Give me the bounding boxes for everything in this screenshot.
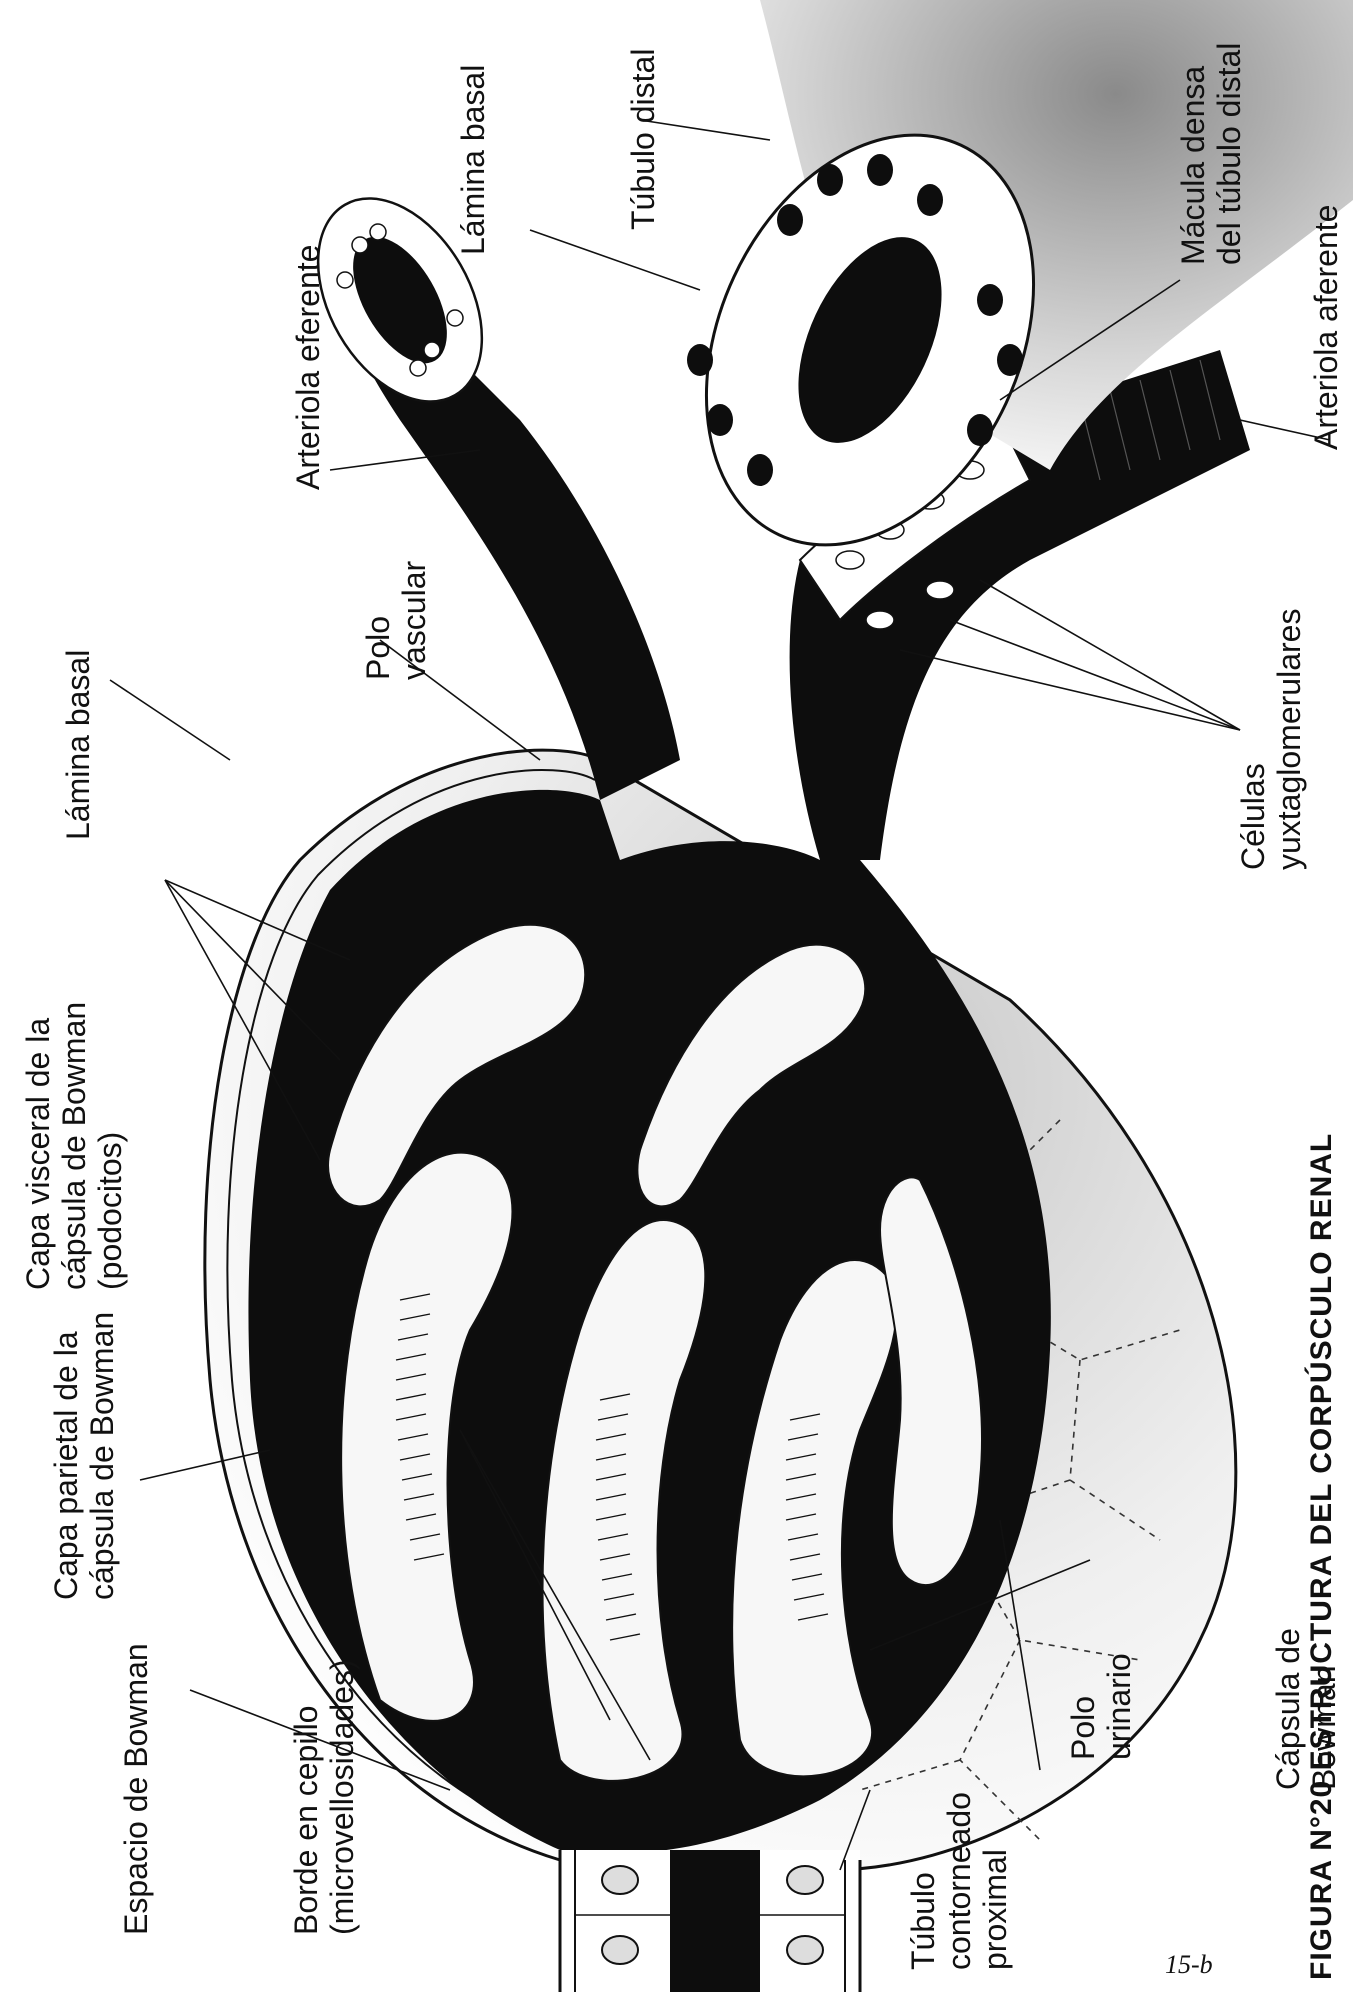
efferent-arteriole [284,170,680,800]
glomerulus [248,790,1050,1854]
label-espacio-bowman: Espacio de Bowman [118,1643,154,1935]
label-polo-vascular: Polo vascular [360,561,432,680]
label-lamina-basal-distal: Lámina basal [455,65,491,255]
label-macula-densa: Mácula densa del túbulo distal [1175,43,1247,265]
proximal-tubule [560,1850,860,1992]
label-capa-visceral: Capa visceral de la cápsula de Bowman (p… [20,1002,128,1290]
label-borde-cepillo: Borde en cepillo (microvellosidades) [288,1659,360,1935]
page-number: 15-b [1165,1950,1213,1980]
label-arteriola-eferente: Arteriola eferente [290,245,326,490]
label-tubulo-distal: Túbulo distal [625,49,661,230]
label-arteriola-aferente: Arteriola aferente [1308,205,1344,450]
label-capa-parietal: Capa parietal de la cápsula de Bowman [48,1312,120,1600]
label-tubulo-proximal: Túbulo contorneado proximal [905,1792,1013,1970]
label-celulas-yuxtaglomerulares: Células yuxtaglomerulares [1235,609,1307,870]
label-polo-urinario: Polo urinario [1065,1653,1137,1760]
label-lamina-basal-capsule: Lámina basal [60,650,96,840]
figure-caption: FIGURA N°20 ESTRUCTURA DEL CORPÚSCULO RE… [1305,1133,1339,1980]
